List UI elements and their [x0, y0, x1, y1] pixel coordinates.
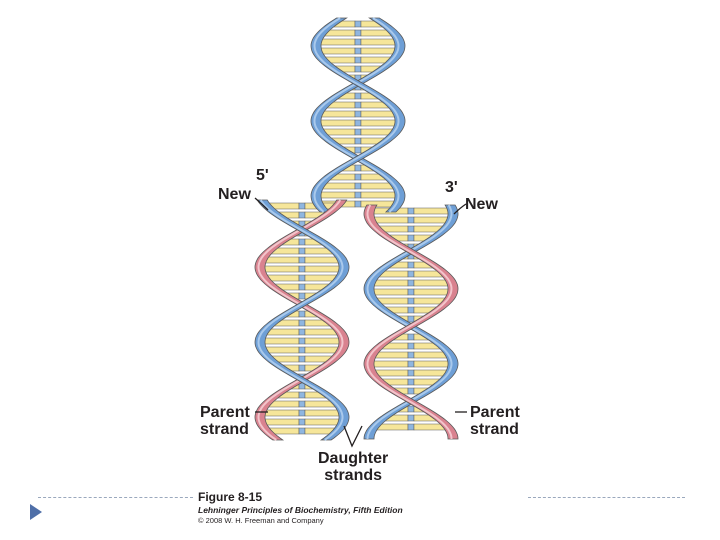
left-daughter-helix-hydrogen-bond — [298, 391, 306, 399]
right-daughter-helix-strand-b-highlight — [366, 204, 453, 440]
leader-new-left — [254, 197, 269, 211]
new-strand-label-right: New — [465, 196, 498, 213]
parent-helix-hydrogen-bond — [354, 164, 362, 172]
right-daughter-helix-hydrogen-bond — [407, 414, 415, 422]
left-daughter-helix-hydrogen-bond — [298, 202, 306, 210]
left-daughter-helix-hydrogen-bond — [298, 319, 306, 327]
next-slide-arrow-icon[interactable] — [30, 504, 42, 520]
left-daughter-helix-hydrogen-bond — [298, 274, 306, 282]
right-daughter-helix-hydrogen-bond — [407, 225, 415, 233]
left-daughter-helix-hydrogen-bond — [298, 337, 306, 345]
parent-helix-hydrogen-bond — [354, 29, 362, 37]
right-daughter-helix-hydrogen-bond — [407, 279, 415, 287]
new-strand-label-left: New — [218, 186, 251, 203]
parent-helix-hydrogen-bond — [354, 119, 362, 127]
parent-helix-hydrogen-bond — [354, 200, 362, 208]
parent-helix-hydrogen-bond — [354, 146, 362, 154]
parent-helix-base-yellow — [360, 191, 401, 199]
parent-helix-hydrogen-bond — [354, 191, 362, 199]
left-daughter-helix-hydrogen-bond — [298, 256, 306, 264]
leader-new-right — [453, 203, 467, 215]
right-daughter-helix-hydrogen-bond — [407, 270, 415, 278]
daughter-strands-label: Daughter strands — [318, 450, 389, 484]
parent-helix-hydrogen-bond — [354, 137, 362, 145]
parent-helix-hydrogen-bond — [354, 65, 362, 73]
figure-caption: Figure 8-15 Lehninger Principles of Bioc… — [198, 490, 403, 525]
parent-helix-hydrogen-bond — [354, 173, 362, 181]
left-daughter-helix-strand-a — [254, 199, 350, 441]
left-daughter-helix-strand-b-highlight — [257, 199, 344, 441]
parent-helix-hydrogen-bond — [354, 20, 362, 28]
right-daughter-helix-hydrogen-bond — [407, 378, 415, 386]
left-daughter-helix-hydrogen-bond — [298, 310, 306, 318]
left-daughter-helix-hydrogen-bond — [298, 283, 306, 291]
right-daughter-helix-hydrogen-bond — [407, 369, 415, 377]
parent-helix-hydrogen-bond — [354, 101, 362, 109]
parent-helix-hydrogen-bond — [354, 56, 362, 64]
parent-helix-hydrogen-bond — [354, 128, 362, 136]
right-daughter-helix-hydrogen-bond — [407, 306, 415, 314]
left-daughter-helix-base-yellow — [259, 337, 300, 345]
divider-right — [528, 497, 685, 498]
three-prime-label: 3' — [445, 179, 458, 196]
left-daughter-helix-hydrogen-bond — [298, 292, 306, 300]
right-daughter-helix-hydrogen-bond — [407, 342, 415, 350]
left-daughter-helix-hydrogen-bond — [298, 265, 306, 273]
figure-number: Figure 8-15 — [198, 490, 263, 504]
left-daughter-helix-hydrogen-bond — [298, 247, 306, 255]
left-daughter-helix-hydrogen-bond — [298, 427, 306, 435]
right-daughter-helix-strand-b — [363, 204, 459, 440]
right-daughter-helix-hydrogen-bond — [407, 207, 415, 215]
parent-helix-hydrogen-bond — [354, 92, 362, 100]
left-daughter-helix-hydrogen-bond — [298, 238, 306, 246]
parent-strand-label-right: Parent strand — [470, 404, 520, 438]
right-daughter-helix-hydrogen-bond — [407, 315, 415, 323]
left-daughter-helix-base-yellow — [304, 337, 345, 345]
left-daughter-helix-hydrogen-bond — [298, 355, 306, 363]
left-daughter-helix-hydrogen-bond — [298, 328, 306, 336]
right-daughter-helix-hydrogen-bond — [407, 387, 415, 395]
parent-strand-label-left: Parent strand — [200, 404, 250, 438]
figure-copyright: © 2008 W. H. Freeman and Company — [198, 516, 324, 525]
figure-source-book: Lehninger Principles of Biochemistry, Fi… — [198, 505, 403, 515]
right-daughter-helix-hydrogen-bond — [407, 234, 415, 242]
left-daughter-helix-hydrogen-bond — [298, 211, 306, 219]
parent-helix-base-yellow — [315, 191, 356, 199]
left-daughter-helix-hydrogen-bond — [298, 346, 306, 354]
right-daughter-helix-hydrogen-bond — [407, 261, 415, 269]
right-daughter-helix-hydrogen-bond — [407, 405, 415, 413]
right-daughter-helix-base-yellow — [368, 360, 409, 368]
right-daughter-helix-hydrogen-bond — [407, 297, 415, 305]
base-pairs — [259, 20, 454, 435]
parent-helix-hydrogen-bond — [354, 38, 362, 46]
left-daughter-helix-strand-a-highlight — [257, 199, 344, 441]
right-daughter-helix-hydrogen-bond — [407, 423, 415, 431]
divider-left — [38, 497, 193, 498]
left-daughter-helix-hydrogen-bond — [298, 409, 306, 417]
left-daughter-helix-hydrogen-bond — [298, 418, 306, 426]
label-leader-lines — [254, 197, 467, 448]
leader-daughter — [343, 425, 363, 448]
parent-helix-strand-a-highlight — [313, 17, 400, 213]
five-prime-label: 5' — [256, 167, 269, 184]
right-daughter-helix-hydrogen-bond — [407, 216, 415, 224]
right-daughter-helix-hydrogen-bond — [407, 333, 415, 341]
parent-helix-hydrogen-bond — [354, 182, 362, 190]
left-daughter-helix-hydrogen-bond — [298, 400, 306, 408]
right-daughter-helix-hydrogen-bond — [407, 351, 415, 359]
parent-helix-hydrogen-bond — [354, 47, 362, 55]
parent-helix-hydrogen-bond — [354, 110, 362, 118]
helix-strands — [254, 17, 459, 441]
parent-helix-strand-b-highlight — [313, 17, 400, 213]
right-daughter-helix-base-yellow — [413, 360, 454, 368]
left-daughter-helix-hydrogen-bond — [298, 364, 306, 372]
right-daughter-helix-hydrogen-bond — [407, 288, 415, 296]
right-daughter-helix-hydrogen-bond — [407, 360, 415, 368]
